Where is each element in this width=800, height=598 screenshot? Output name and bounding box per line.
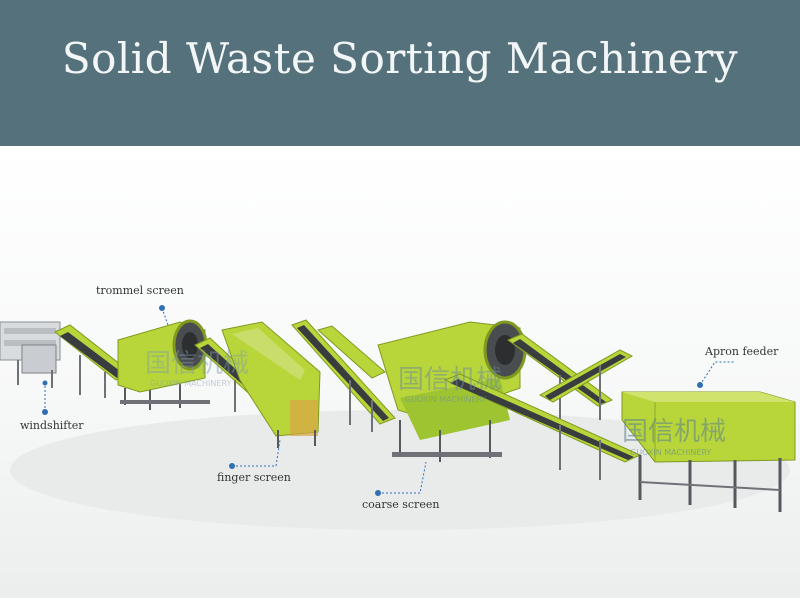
label-coarse-screen: coarse screen	[362, 498, 440, 511]
callout-trommel	[159, 305, 169, 326]
label-windshifter: windshifter	[20, 419, 84, 432]
page-title: Solid Waste Sorting Machinery	[61, 34, 739, 83]
watermark-1: 国信机械 GUOXIN MACHINERY	[145, 349, 249, 388]
apron-feeder-machine	[621, 391, 796, 512]
conveyor-3	[291, 319, 396, 432]
conveyor-5	[538, 349, 634, 420]
watermark-cn-1: 国信机械	[145, 349, 249, 379]
watermark-en-3: GUOXIN MACHINERY	[630, 448, 711, 457]
windshifter-unit	[0, 321, 61, 388]
label-finger-screen: finger screen	[217, 471, 291, 484]
watermark-3: 国信机械 GUOXIN MACHINERY	[622, 417, 726, 457]
watermark-cn-3: 国信机械	[622, 417, 726, 447]
callout-apron	[697, 361, 735, 388]
label-trommel-screen: trommel screen	[96, 284, 184, 297]
watermark-en-1: GUOXIN MACHINERY	[150, 379, 231, 388]
trommel-screen-machine	[117, 319, 210, 410]
label-apron-feeder: Apron feeder	[705, 345, 779, 358]
watermark-cn-2: 国信机械	[398, 365, 502, 395]
callout-windshifter	[42, 380, 48, 415]
title-banner: Solid Waste Sorting Machinery	[0, 0, 800, 146]
callout-coarse	[375, 461, 427, 496]
watermark-2: 国信机械 GUOXIN MACHINERY	[398, 365, 502, 404]
finger-screen-machine	[221, 321, 321, 448]
watermark-en-2: GUOXIN MACHINERY	[405, 395, 486, 404]
callout-finger	[229, 439, 281, 469]
coarse-screen-machine	[377, 320, 527, 462]
